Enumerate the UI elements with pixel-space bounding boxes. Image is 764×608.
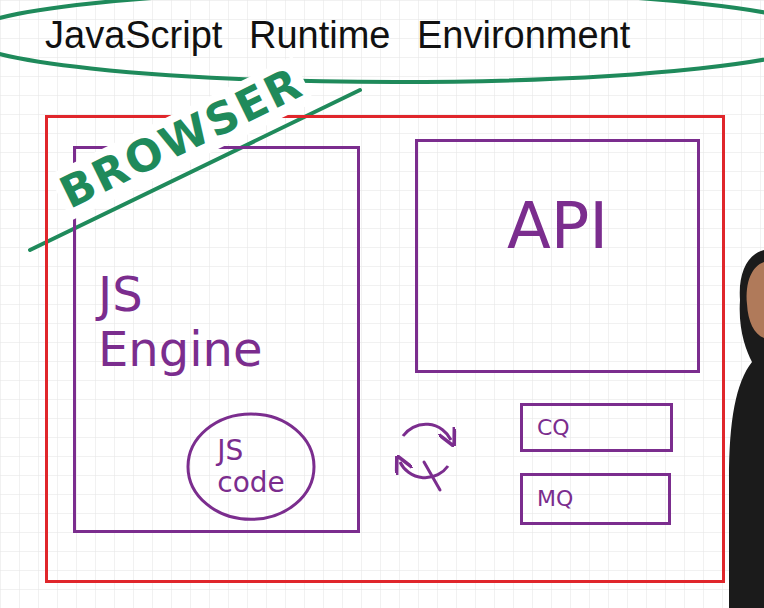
queue-box: MQ <box>520 473 671 525</box>
engine-label: JS Engine <box>98 267 263 377</box>
code-label: JS code <box>217 435 285 499</box>
diagram-title: JavaScript Runtime Environment <box>45 14 630 58</box>
event-loop-arrow <box>403 424 451 440</box>
engine-box: JS Engine JS code <box>73 146 360 533</box>
api-box: API <box>415 139 700 373</box>
browser-heading: BROWSER <box>48 56 314 220</box>
event-loop-tail <box>424 462 440 490</box>
presenter-face <box>747 262 764 338</box>
queue-box: CQ <box>520 403 673 452</box>
queue-label: MQ <box>537 486 573 511</box>
title-ring <box>0 0 764 82</box>
code-circle: JS code <box>186 412 316 521</box>
queue-label: CQ <box>537 415 570 440</box>
browser-box: BROWSERJS EngineJS codeAPICQMQ <box>45 115 725 583</box>
circle-outline <box>188 414 314 519</box>
presenter <box>729 250 764 608</box>
api-label: API <box>507 190 608 264</box>
